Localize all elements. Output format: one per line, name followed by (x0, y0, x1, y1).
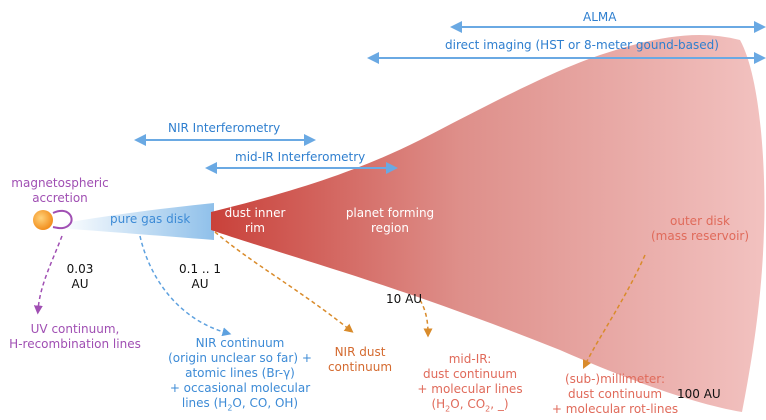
planet-forming-region-label: planet forming region (345, 206, 435, 235)
direct-imaging-label: direct imaging (HST or 8-meter gound-bas… (445, 38, 719, 52)
nir-continuum-label: NIR continuum (origin unclear so far) + … (168, 336, 312, 413)
pure-gas-disk-label: pure gas disk (110, 212, 191, 226)
submillimeter-label: (sub-)millimeter: dust continuum + molec… (551, 372, 679, 416)
nir-dust-continuum-label: NIR dust continuum (327, 345, 393, 374)
midir-tracer-arrow (419, 299, 433, 338)
submm-tracer-arrow (582, 254, 646, 370)
uv-continuum-label: UV continuum, H-recombination lines (9, 322, 141, 351)
distance-100-au: 100 AU (677, 387, 721, 401)
midir-interferometry-label: mid-IR Interferometry (235, 150, 366, 164)
distance-0-1-1-au: 0.1 .. 1 AU (179, 262, 221, 291)
star-shape (33, 210, 53, 230)
gas-disk-shape (58, 203, 214, 240)
uv-tracer-arrow (33, 235, 63, 315)
distance-0-03-au: 0.03 AU (66, 262, 94, 291)
magnetosphere-loop (52, 209, 73, 230)
nir-interferometry-label: NIR Interferometry (168, 121, 281, 135)
outer-disk-label: outer disk (mass reservoir) (650, 214, 750, 243)
distance-10-au: 10 AU (386, 292, 423, 306)
dust-disk-shape (211, 35, 765, 412)
dust-inner-rim-label: dust inner rim (224, 206, 286, 235)
midir-label: mid-IR: dust continuum + molecular lines… (417, 352, 523, 414)
nir-tracer-arrow (139, 235, 232, 337)
alma-label: ALMA (583, 10, 617, 24)
magnetospheric-accretion-label: magnetospheric accretion (11, 176, 109, 205)
nir-dust-tracer-arrow (214, 231, 354, 333)
